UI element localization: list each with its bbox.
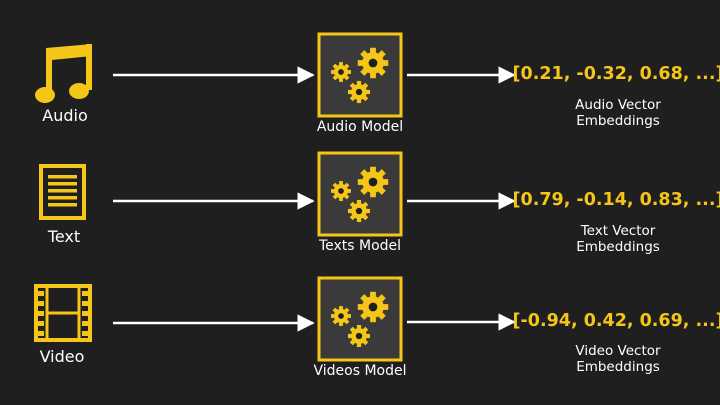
caption-video-line2: Embeddings (576, 359, 660, 375)
gears-icon (319, 34, 401, 116)
caption-text-line1: Text Vector (580, 223, 656, 239)
model-label-video: Videos Model (313, 363, 407, 379)
gears-icon (319, 153, 401, 235)
vector-text: [0.79, -0.14, 0.83, ...] (512, 190, 720, 210)
caption-audio-line2: Embeddings (576, 113, 660, 129)
vector-video: [-0.94, 0.42, 0.69, ...] (512, 311, 720, 331)
caption-audio: Audio Vector Embeddings (538, 97, 698, 129)
caption-text-line2: Embeddings (576, 239, 660, 255)
input-label-audio: Audio (42, 106, 88, 125)
music-note-icon (35, 44, 92, 103)
gears-icon (319, 278, 401, 360)
model-label-text: Texts Model (318, 238, 402, 254)
caption-audio-line1: Audio Vector (575, 97, 661, 113)
model-label-audio: Audio Model (316, 119, 404, 135)
document-icon (39, 164, 86, 220)
caption-video: Video Vector Embeddings (538, 343, 698, 375)
input-label-text: Text (47, 227, 81, 246)
caption-text: Text Vector Embeddings (538, 223, 698, 255)
film-strip-icon (34, 284, 92, 342)
vector-audio: [0.21, -0.32, 0.68, ...] (512, 64, 720, 84)
caption-video-line1: Video Vector (575, 343, 661, 359)
input-label-video: Video (39, 347, 85, 366)
